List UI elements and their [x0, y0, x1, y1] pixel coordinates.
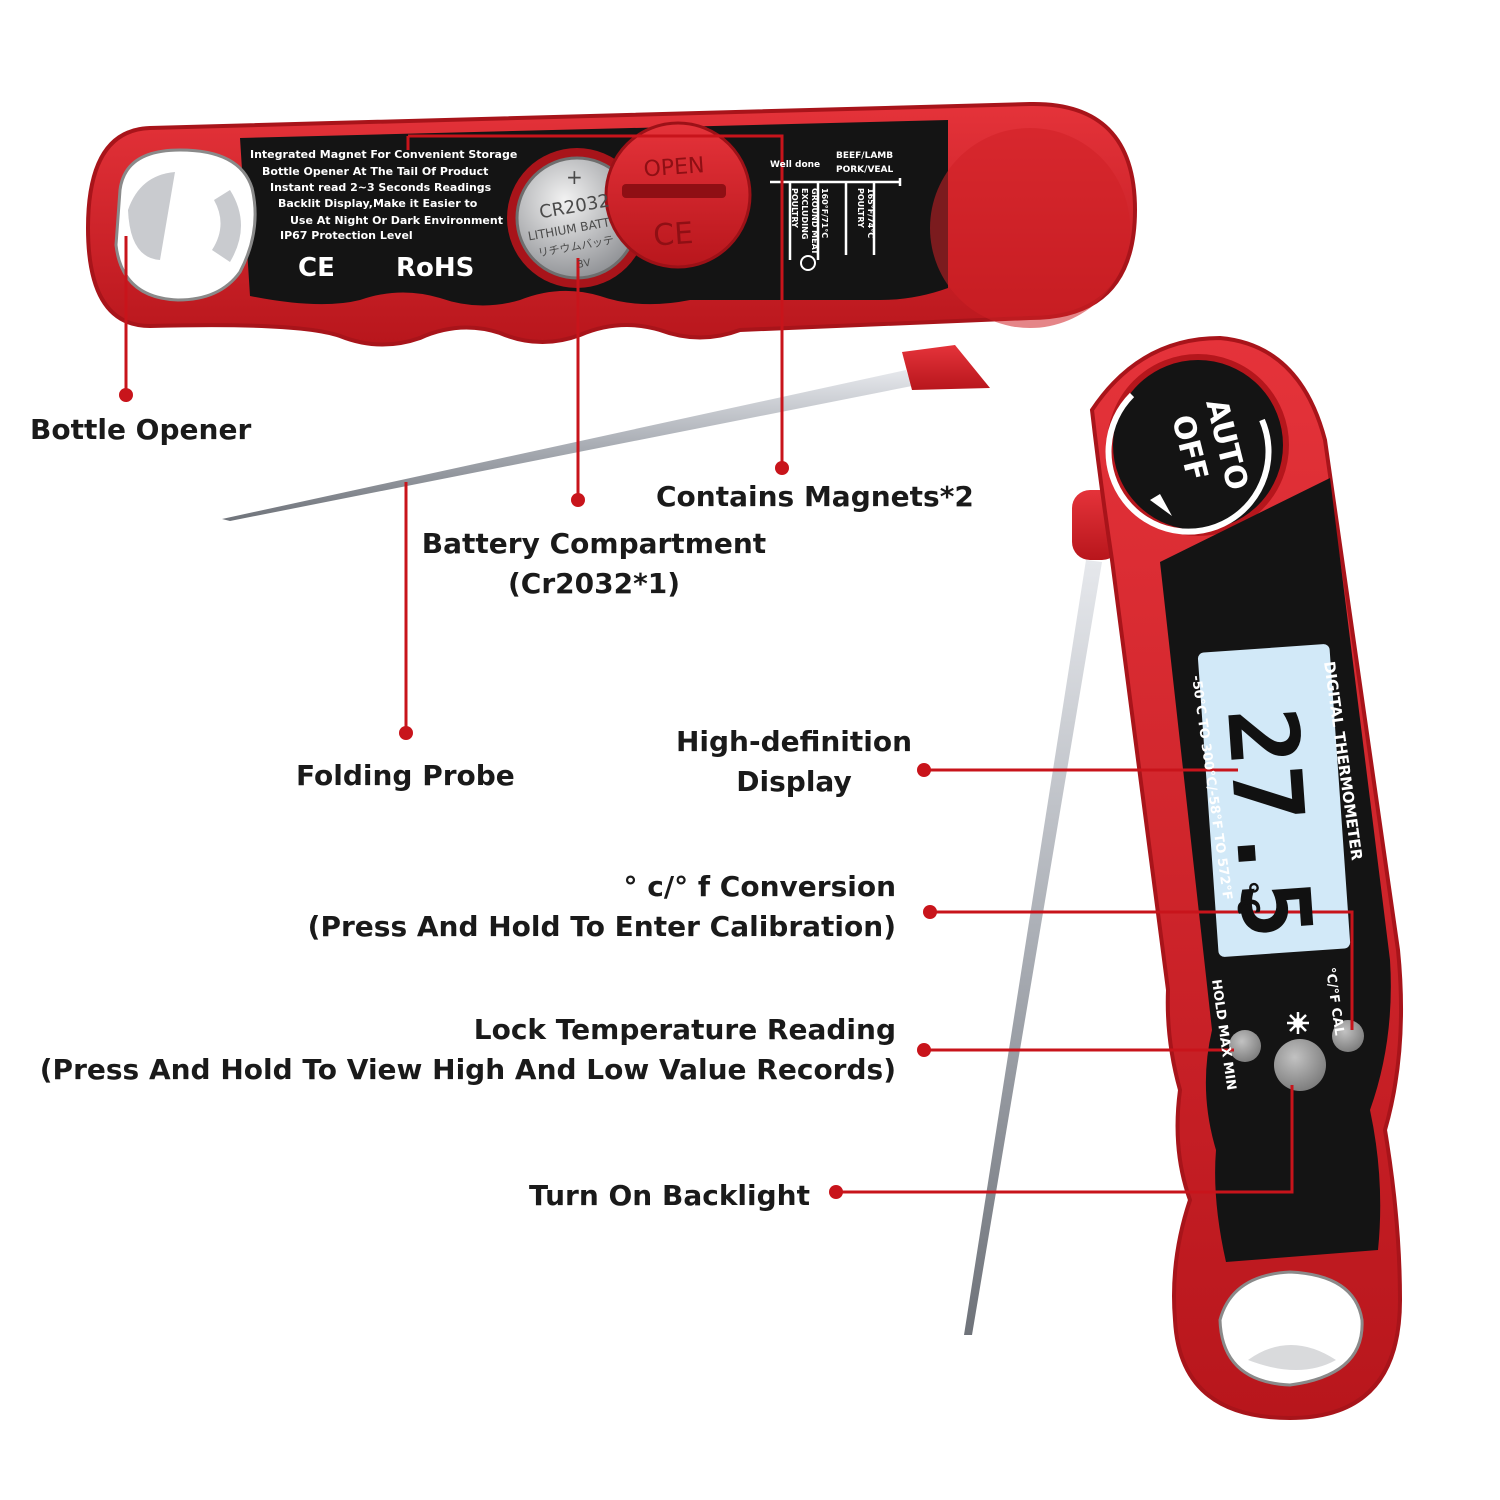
feature-5: Use At Night Or Dark Environment — [290, 214, 503, 227]
feature-3: Instant read 2~3 Seconds Readings — [270, 181, 492, 194]
ground-meat: GROUND MEAT — [810, 188, 819, 255]
top-probe — [222, 370, 912, 521]
front-probe — [964, 560, 1102, 1335]
callout-conversion-line2: (Press And Hold To Enter Calibration) — [307, 910, 896, 943]
poultry-temp: 165°F/74°C — [866, 188, 875, 238]
callout-display: High-definition Display — [664, 722, 924, 802]
leader-battery — [406, 136, 580, 500]
callout-probe: Folding Probe — [296, 756, 515, 796]
callout-magnets-text: Contains Magnets*2 — [656, 480, 974, 513]
leader-magnets — [408, 134, 784, 468]
callout-battery: Battery Compartment (Cr2032*1) — [414, 524, 774, 604]
feature-1: Integrated Magnet For Convenient Storage — [250, 148, 517, 161]
battery-plus: + — [566, 165, 583, 189]
callout-backlight: Turn On Backlight — [400, 1176, 810, 1216]
lcd-screen — [1197, 644, 1351, 957]
hold-button[interactable] — [1229, 1030, 1261, 1062]
front-thermometer — [964, 335, 1404, 1421]
callout-display-line1: High-definition — [675, 725, 913, 758]
callout-lock: Lock Temperature Reading (Press And Hold… — [30, 1010, 896, 1090]
lcd-reading: 27.5 — [1205, 704, 1333, 942]
callout-battery-line1: Battery Compartment — [421, 527, 767, 560]
callout-lock-line2: (Press And Hold To View High And Low Val… — [39, 1053, 896, 1086]
top-probe-hinge — [902, 345, 990, 390]
backlight-button[interactable] — [1274, 1039, 1326, 1091]
ce-mark: CE — [298, 253, 335, 283]
callout-lock-line1: Lock Temperature Reading — [473, 1013, 896, 1046]
lcd-unit: °C — [1228, 878, 1265, 916]
top-thermometer — [85, 101, 1138, 521]
feature-2: Bottle Opener At The Tail Of Product — [262, 165, 488, 178]
feature-6: IP67 Protection Level — [280, 229, 413, 242]
callout-backlight-text: Turn On Backlight — [529, 1179, 810, 1212]
poultry-label: POULTRY — [856, 188, 865, 228]
unit-button[interactable] — [1332, 1020, 1364, 1052]
callout-probe-text: Folding Probe — [296, 759, 515, 792]
callout-display-line2: Display — [736, 765, 852, 798]
ground-excluding: EXCLUDING — [800, 188, 809, 239]
ground-temp: 160°F/71°C — [820, 188, 829, 238]
feature-list: Integrated Magnet For Convenient Storage… — [250, 148, 517, 242]
ground-poultry: POULTRY — [790, 188, 799, 228]
callout-conversion-line1: ° c/° f Conversion — [623, 870, 896, 903]
callout-bottle-opener-text: Bottle Opener — [30, 413, 252, 446]
doneness-text: Well done BEEF/LAMB PORK/VEAL 160°F/71°C… — [770, 151, 894, 255]
callout-conversion: ° c/° f Conversion (Press And Hold To En… — [300, 867, 896, 947]
doneness-chart — [770, 178, 902, 260]
leader-backlight — [836, 1085, 1294, 1194]
battery-voltage: 3V — [577, 258, 592, 271]
cover-ce-label: CE — [652, 216, 694, 254]
auto-off-arrow-icon — [1105, 392, 1272, 535]
callout-bottle-opener: Bottle Opener — [30, 410, 251, 450]
feature-4: Backlit Display,Make it Easier to — [278, 197, 478, 210]
cover-open-label: OPEN — [643, 153, 706, 182]
callout-battery-line2: (Cr2032*1) — [507, 567, 680, 600]
rohs-mark: RoHS — [396, 253, 474, 283]
beef-label-1: BEEF/LAMB — [836, 151, 893, 161]
leader-dots — [119, 388, 937, 1199]
well-done-label: Well done — [770, 160, 820, 170]
beef-label-2: PORK/VEAL — [836, 165, 894, 175]
callout-magnets: Contains Magnets*2 — [656, 477, 974, 517]
leader-lines — [124, 134, 1354, 1194]
leader-conversion — [930, 910, 1354, 1030]
